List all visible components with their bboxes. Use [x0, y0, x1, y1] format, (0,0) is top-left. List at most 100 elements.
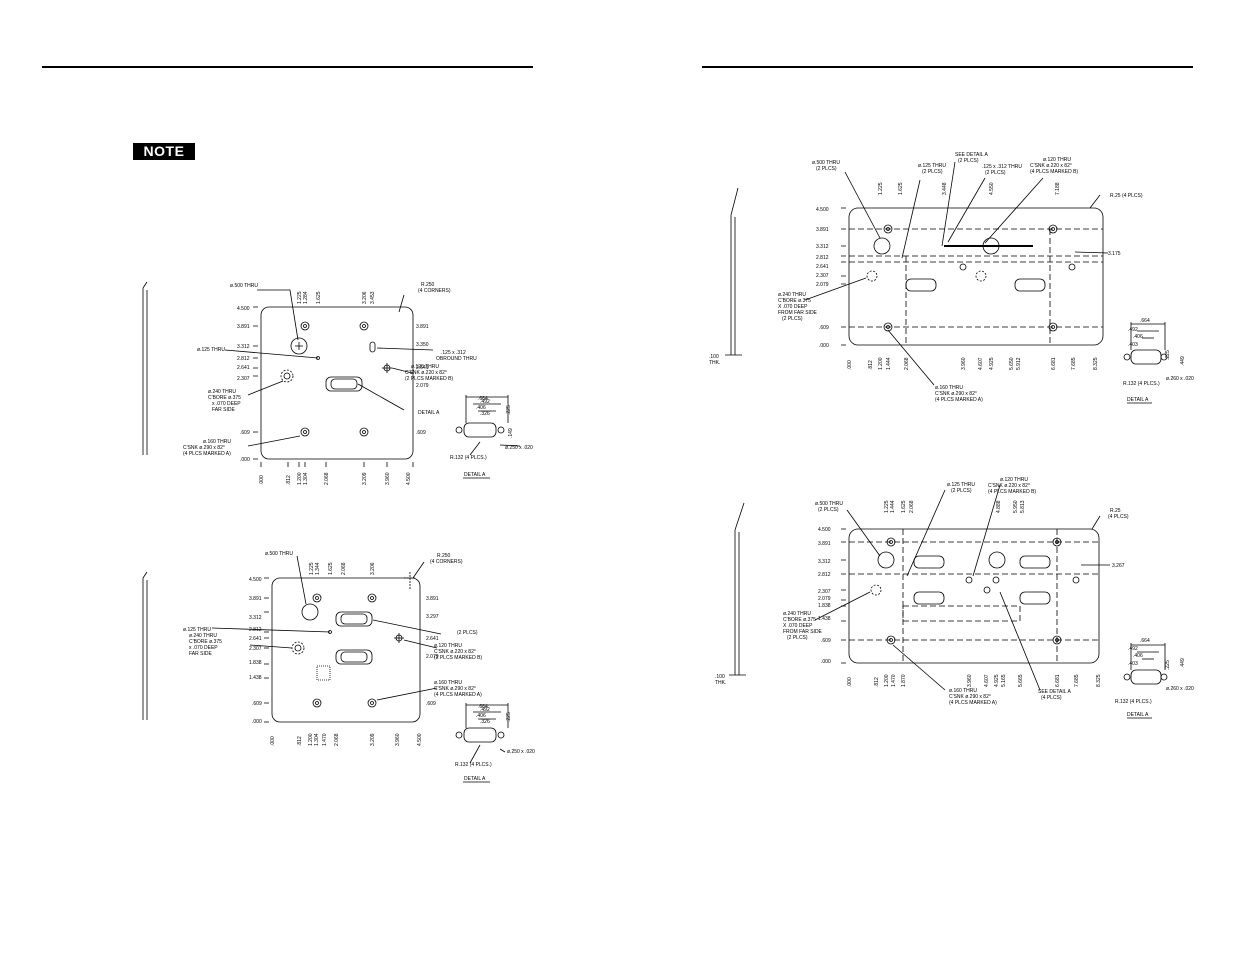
d1-callout-hole125: ø.125 THRU	[197, 347, 225, 353]
dimension-label: .000	[259, 475, 265, 485]
dimension-label: (4 PLCS MARKED B)	[1030, 169, 1078, 175]
dimension-label: (4 PLCS)	[1108, 514, 1129, 520]
d4-hole-500-2	[988, 551, 1006, 569]
d2-counterbore	[291, 641, 305, 655]
dimension-label: 3.891	[416, 324, 429, 330]
dimension-label: (2 PLCS)	[985, 170, 1006, 176]
d1-callout-radius-1: R.250	[421, 282, 435, 288]
dimension-label: 8.325	[1093, 357, 1099, 370]
d4-plate-outline	[848, 528, 1100, 664]
dimension-label: .100	[715, 674, 725, 680]
dimension-label: 1.625	[901, 500, 907, 513]
d4-hole-b2	[992, 576, 1000, 584]
dimension-label: .406	[476, 713, 486, 719]
dimension-label: .125 x .312 THRU	[982, 164, 1022, 170]
dimension-label: (4 PLCS MARKED A)	[949, 700, 997, 706]
dimension-label: 2.307	[237, 376, 250, 382]
dimension-label: .492	[1128, 646, 1138, 652]
dimension-label: 5.665	[1018, 674, 1024, 687]
dimension-label: (2 PLCS)	[951, 488, 972, 494]
dimension-label: ø.125 THRU	[947, 482, 975, 488]
dimension-label: .449	[1180, 356, 1186, 366]
dimension-label: .812	[874, 677, 880, 687]
dimension-label: .492	[480, 707, 490, 713]
d1-callout-c120-3: (2 PLCS MARKED B)	[405, 376, 453, 382]
dimension-label: .225	[1165, 350, 1171, 360]
d3-hole-a3	[883, 322, 893, 332]
dimension-label: DETAIL A	[464, 776, 486, 782]
d2-hole-a1	[312, 593, 322, 603]
dimension-label: .664	[1140, 318, 1150, 324]
dimension-label: (2 PLCS)	[958, 158, 979, 164]
dimension-label: 1.625	[328, 562, 334, 575]
d2-hole-a4	[367, 698, 377, 708]
dimension-label: 3.960	[395, 733, 401, 746]
d1-hole-a3	[300, 427, 310, 437]
dimension-label: .326	[480, 411, 490, 417]
dimension-label: 2.812	[818, 572, 831, 578]
dimension-label: 7.685	[1074, 674, 1080, 687]
d4-hole-b3	[983, 586, 991, 594]
dimension-label: (4 CORNERS)	[430, 559, 463, 565]
dimension-label: 3.206	[362, 291, 368, 304]
d4-dsub-2	[1019, 555, 1051, 569]
dimension-label: ø.250 x .020	[507, 749, 535, 755]
dimension-label: (2 PLCS MARKED B)	[434, 655, 482, 661]
d1-callout-c240-3: x .070 DEEP	[212, 401, 241, 407]
dimension-label: (4 PLCS)	[1041, 695, 1062, 701]
dimension-label: .609	[426, 701, 436, 707]
dimension-label: 2.068	[909, 500, 915, 513]
dimension-label: 3.312	[816, 244, 829, 250]
dimension-label: .000	[821, 659, 831, 665]
dimension-label: 3.175	[1108, 251, 1121, 257]
dimension-label: C'SNK ø.220 x 82°	[1030, 163, 1072, 169]
d1-callout-c120-2: C'SNK ø.220 x 82°	[405, 370, 447, 376]
dimension-label: 3.453	[370, 291, 376, 304]
dimension-label: 3.891	[818, 541, 831, 547]
dimension-label: 3.960	[967, 674, 973, 687]
dimension-label: 1.200	[297, 472, 303, 485]
dimension-label: 4.607	[984, 674, 990, 687]
dimension-label: DETAIL A	[1127, 712, 1149, 718]
d1-callout-detail: DETAIL A	[418, 410, 440, 416]
dimension-label: 1.200	[878, 357, 884, 370]
dimension-label: 6.681	[1051, 357, 1057, 370]
dimension-label: ø.120 THRU	[434, 643, 462, 649]
drawing-2	[142, 555, 509, 783]
dimension-label: 4.500	[237, 306, 250, 312]
dimension-label: ø.125 THRU	[183, 627, 211, 633]
d3-hole-a1	[883, 224, 893, 234]
dimension-label: THK.	[709, 360, 720, 366]
dimension-label: 3.448	[942, 182, 948, 195]
d1-detail-note-2: ø.250 x .020	[505, 445, 533, 451]
dimension-label: R.25	[1110, 508, 1121, 514]
dimension-label: ø.120 THRU	[1043, 157, 1071, 163]
d1-detail-note-1: R.132 (4 PLCS.)	[450, 455, 487, 461]
dimension-label: 7.685	[1071, 357, 1077, 370]
dimension-label: 2.079	[426, 654, 439, 660]
dimension-label: C'SNK ø.220 x 82°	[434, 649, 476, 655]
dimension-label: (4 PLCS MARKED A)	[935, 397, 983, 403]
d4-hole-b4	[1072, 576, 1080, 584]
d4-dsub-4	[1019, 591, 1051, 605]
dimension-label: C'BORE ø.375	[783, 617, 816, 623]
dimension-label: 4.925	[994, 674, 1000, 687]
dimension-label: THK.	[715, 680, 726, 686]
d3-plate-outline	[848, 207, 1104, 346]
dimension-label: 4.550	[989, 182, 995, 195]
d1-callout-c160-1: ø.160 THRU	[203, 439, 231, 445]
drawing-3	[725, 161, 1168, 404]
dimension-label: .406	[1133, 653, 1143, 659]
d2-dsub-1	[335, 611, 373, 627]
dimension-label: 1.200	[884, 674, 890, 687]
d1-callout-c240-1: ø.240 THRU	[208, 389, 236, 395]
d2-side-profile	[142, 571, 148, 720]
dimension-label: (4 PLCS MARKED B)	[988, 489, 1036, 495]
d3-dsub-2	[1014, 278, 1046, 292]
dimension-label: 2.068	[334, 733, 340, 746]
d1-hole-a2	[359, 321, 369, 331]
d3-dsub-1	[905, 278, 937, 292]
d3-labels: ø.500 THRU (2 PLCS) ø.125 THRU (2 PLCS) …	[709, 152, 1194, 403]
dimension-label: 2.641	[237, 365, 250, 371]
